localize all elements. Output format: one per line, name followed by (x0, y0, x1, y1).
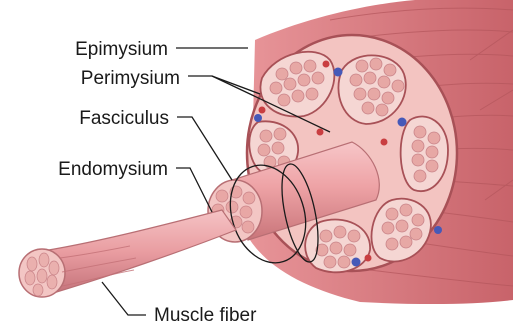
label-fasciculus: Fasciculus (79, 108, 169, 129)
fasciculus-leader (177, 117, 232, 180)
label-muscle-fiber: Muscle fiber (154, 305, 257, 324)
muscle-fiber-leader (102, 282, 146, 315)
endomysium-leader (176, 168, 212, 212)
muscle-fiber (36, 210, 236, 294)
label-perimysium: Perimysium (81, 68, 180, 89)
label-epimysium: Epimysium (75, 39, 168, 60)
perimysium-leader-upper (188, 76, 260, 94)
label-endomysium: Endomysium (58, 159, 168, 180)
